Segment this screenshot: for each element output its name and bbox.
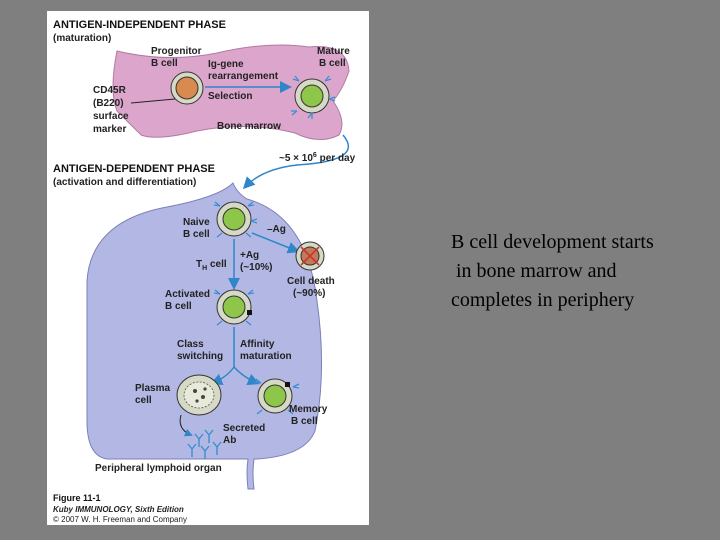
minus-ag-label: –Ag <box>267 224 286 235</box>
mature-label-2: B cell <box>319 58 346 69</box>
bone-marrow-label: Bone marrow <box>217 121 281 132</box>
memory-label-1: Memory <box>289 404 328 415</box>
to-memory-arrow <box>233 366 260 385</box>
plasma-label-1: Plasma <box>135 383 170 394</box>
affinity-label-2: maturation <box>240 351 292 362</box>
dead-b-cell <box>295 241 325 271</box>
plus-ag-label-2: (~10%) <box>240 262 273 273</box>
figure-number: Figure 11-1 <box>53 493 101 503</box>
caption-line-3: completes in periphery <box>451 289 635 311</box>
ig-gene-label-2: rearrangement <box>208 71 279 82</box>
bone-marrow-region <box>112 44 350 140</box>
progenitor-label-1: Progenitor <box>151 46 202 57</box>
progenitor-b-cell <box>170 71 204 105</box>
secreted-label-1: Secreted <box>223 423 265 434</box>
activated-label-1: Activated <box>165 289 210 300</box>
memory-label-2: B cell <box>291 416 318 427</box>
progenitor-label-2: B cell <box>151 58 178 69</box>
naive-b-cell <box>213 201 258 238</box>
mature-label-1: Mature <box>317 46 350 57</box>
cd45r-label-3: surface <box>93 111 129 122</box>
phase1-title: ANTIGEN-INDEPENDENT PHASE <box>53 19 226 31</box>
figure-book: Kuby IMMUNOLOGY, Sixth Edition <box>53 505 184 514</box>
ig-gene-label-1: Ig-gene <box>208 59 244 70</box>
plasma-cell <box>176 374 222 416</box>
figure-panel: ANTIGEN-INDEPENDENT PHASE (maturation) P… <box>47 11 369 525</box>
figure-copyright: © 2007 W. H. Freeman and Company <box>53 515 187 524</box>
activated-label-2: B cell <box>165 301 192 312</box>
naive-label-1: Naive <box>183 217 210 228</box>
caption-line-2: in bone marrow and <box>451 260 617 282</box>
secreted-label-2: Ab <box>223 435 236 446</box>
peripheral-label: Peripheral lymphoid organ <box>95 463 222 474</box>
cell-death-label-1: Cell death <box>287 276 335 287</box>
th-cell-label: TH cell <box>196 259 227 272</box>
phase2-title: ANTIGEN-DEPENDENT PHASE <box>53 163 215 175</box>
antibody-icons <box>187 429 222 459</box>
slide-caption: B cell development starts in bone marrow… <box>451 228 716 315</box>
class-switching-label-1: Class <box>177 339 204 350</box>
plasma-label-2: cell <box>135 395 152 406</box>
mature-b-cell <box>291 75 336 119</box>
cell-death-label-2: (~90%) <box>293 288 326 299</box>
migration-arrow <box>242 134 349 190</box>
memory-b-cell <box>254 378 300 415</box>
peripheral-region <box>86 182 323 490</box>
plus-ag-label-1: +Ag <box>240 250 259 261</box>
secretion-arrow <box>179 414 193 437</box>
death-arrow <box>251 232 300 254</box>
class-switching-label-2: switching <box>177 351 223 362</box>
selection-label: Selection <box>208 91 252 102</box>
b-cell-development-diagram: ANTIGEN-INDEPENDENT PHASE (maturation) P… <box>53 19 356 524</box>
per-day-label: ~5 × 106 per day <box>279 152 356 164</box>
caption-line-1: B cell development starts <box>451 231 654 253</box>
phase1-subtitle: (maturation) <box>53 33 111 44</box>
cd45r-label-2: (B220) <box>93 98 124 109</box>
cd45r-pointer <box>130 98 176 104</box>
phase2-subtitle: (activation and differentiation) <box>53 177 196 188</box>
activated-b-cell <box>213 289 255 326</box>
affinity-label-1: Affinity <box>240 339 275 350</box>
naive-label-2: B cell <box>183 229 210 240</box>
cd45r-label-4: marker <box>93 124 126 135</box>
cd45r-label-1: CD45R <box>93 85 127 96</box>
